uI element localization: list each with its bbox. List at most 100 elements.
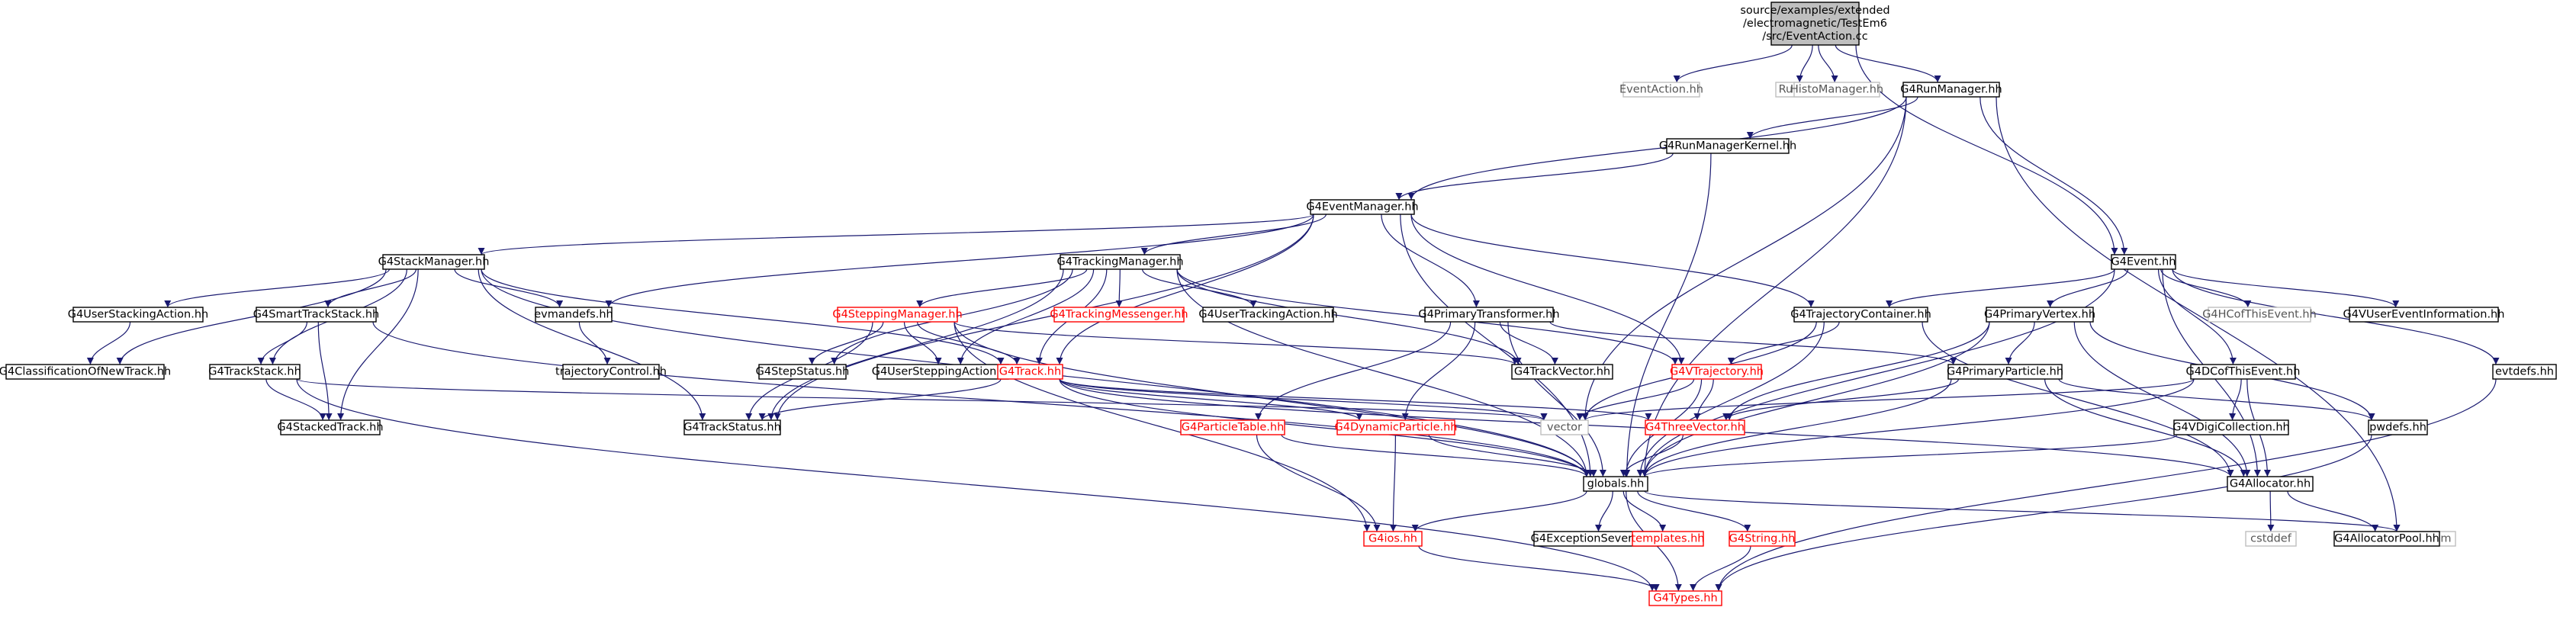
node-box (1729, 531, 1796, 547)
node-rmk[interactable]: G4RunManagerKernel.hh (1659, 138, 1796, 154)
node-g4ios[interactable]: G4ios.hh (1363, 531, 1423, 547)
node-box (2368, 419, 2428, 435)
node-label: G4VDigiCollection.hh (2172, 422, 2290, 434)
edge-root-to-eah (1673, 44, 1793, 83)
node-sts[interactable]: G4SmartTrackStack.hh (253, 307, 379, 323)
node-label: pwdefs.hh (2369, 422, 2426, 434)
node-evmgr[interactable]: G4EventManager.hh (1306, 199, 1419, 215)
node-label: cstddef (2250, 533, 2292, 545)
node-box (2333, 531, 2440, 547)
node-label: vector (1547, 422, 1582, 434)
node-box (758, 364, 847, 380)
edge-sts-to-stacked (317, 321, 333, 421)
edge-trajcont-to-globals (1636, 321, 1825, 477)
edge-tstack-to-stacked (265, 378, 326, 421)
node-box (562, 364, 660, 380)
node-stackmgr[interactable]: G4StackManager.hh (378, 254, 490, 270)
node-globals[interactable]: globals.hh (1583, 476, 1648, 492)
node-runmgr[interactable]: G4RunManager.hh (1900, 82, 2002, 98)
edge-evmgr-to-vtraj (1410, 214, 1685, 365)
edge-event-to-trajcont (1886, 268, 2115, 308)
node-alloc[interactable]: G4Allocator.hh (2227, 476, 2314, 492)
edge-dynp-to-g4ios (1389, 434, 1397, 532)
edge-primvtx-to-alloc (2073, 321, 2251, 477)
node-evmandefs[interactable]: evmandefs.hh (534, 307, 613, 323)
node-box (2245, 531, 2297, 547)
edge-stepmgr-to-tvec (954, 321, 1519, 365)
node-primvtx[interactable]: G4PrimaryVertex.hh (1984, 307, 2095, 323)
edge-track-to-globals (1059, 378, 1590, 477)
edge-stackmgr-to-evmandefs (454, 268, 564, 308)
edge-root-to-event (1855, 44, 2118, 255)
node-trajcont[interactable]: G4TrajectoryContainer.hh (1790, 307, 1931, 323)
node-box (1336, 419, 1455, 435)
edge-stepmgr-to-g4ios (954, 321, 1371, 532)
edge-runmgr-to-rmk (1746, 96, 1918, 140)
node-exsev[interactable]: G4ExceptionSeverity.hh (1531, 531, 1663, 547)
node-tstatus[interactable]: G4TrackStatus.hh (683, 419, 781, 435)
node-label: G4ExceptionSeverity.hh (1531, 533, 1663, 545)
edge-g4ios-to-types (1418, 545, 1660, 592)
node-label: G4ParticleTable.hh (1182, 422, 1285, 434)
edge-evmandefs-to-trajctl (578, 321, 611, 365)
node-trackmgr[interactable]: G4TrackingManager.hh (1056, 254, 1184, 270)
node-apool[interactable]: G4AllocatorPool.hh (2333, 531, 2440, 547)
edge-pp-to-alloc (2044, 378, 2247, 477)
node-usta[interactable]: G4UserSteppingAction.hh (872, 364, 1015, 380)
node-evtdefs[interactable]: evtdefs.hh (2492, 364, 2557, 380)
node-root[interactable]: source/examples/extended/electromagnetic… (1740, 2, 1890, 46)
node-stepstat[interactable]: G4StepStatus.hh (756, 364, 850, 380)
node-types[interactable]: G4Types.hh (1648, 590, 1722, 606)
edge-trackmgr-to-trkmsg (1115, 268, 1123, 308)
node-stepmgr[interactable]: G4SteppingManager.hh (832, 307, 963, 323)
node-label: G4HCofThisEvent.hh (2202, 309, 2317, 321)
node-templ[interactable]: templates.hh (1632, 531, 1705, 547)
edge-evmgr-to-evmandefs (605, 214, 1314, 308)
node-eah: EventAction.hh (1619, 82, 1703, 98)
node-pwdefs[interactable]: pwdefs.hh (2368, 419, 2428, 435)
node-vdc[interactable]: G4VDigiCollection.hh (2172, 419, 2290, 435)
node-pp[interactable]: G4PrimaryParticle.hh (1947, 364, 2063, 380)
node-g4str[interactable]: G4String.hh (1729, 531, 1796, 547)
node-cnt[interactable]: G4ClassificationOfNewTrack.hh (0, 364, 171, 380)
node-box (1648, 590, 1722, 606)
node-box (1645, 419, 1745, 435)
node-box (5, 364, 165, 380)
node-trkmsg[interactable]: G4TrackingMessenger.hh (1050, 307, 1188, 323)
node-vector: vector (1540, 419, 1589, 435)
node-box (535, 307, 613, 323)
node-box (1583, 476, 1648, 492)
node-vtraj[interactable]: G4VTrajectory.hh (1670, 364, 1764, 380)
node-track[interactable]: G4Track.hh (997, 364, 1063, 380)
node-dynp[interactable]: G4DynamicParticle.hh (1335, 419, 1458, 435)
node-box (1632, 531, 1704, 547)
node-label: G4TrackStack.hh (208, 366, 301, 378)
node-label: G4PrimaryParticle.hh (1947, 366, 2063, 378)
edge-evmgr-to-track (1056, 214, 1314, 365)
node-trajctl[interactable]: trajectoryControl.hh (555, 364, 667, 380)
node-label: G4TrackStatus.hh (683, 422, 781, 434)
node-vuei[interactable]: G4VUserEventInformation.hh (2343, 307, 2505, 323)
node-box (209, 364, 301, 380)
edge-runmgr-to-evmgr (1407, 96, 1907, 201)
node-dcote[interactable]: G4DCofThisEvent.hh (2186, 364, 2301, 380)
node-histo: HistoManager.hh (1790, 82, 1883, 98)
node-event[interactable]: G4Event.hh (2111, 254, 2176, 270)
node-label: G4DynamicParticle.hh (1335, 422, 1458, 434)
node-usa[interactable]: G4UserStackingAction.hh (68, 307, 208, 323)
node-label: G4TrackVector.hh (1514, 366, 1610, 378)
node-box (1671, 364, 1762, 380)
node-tvec[interactable]: G4TrackVector.hh (1511, 364, 1613, 380)
node-box (1363, 531, 1423, 547)
node-uta[interactable]: G4UserTrackingAction.hh (1198, 307, 1338, 323)
node-stacked[interactable]: G4StackedTrack.hh (277, 419, 384, 435)
edge-pp-to-pwdefs (2058, 378, 2375, 421)
node-label: source/examples/extended/electromagnetic… (1740, 5, 1889, 43)
node-tstack[interactable]: G4TrackStack.hh (208, 364, 301, 380)
node-ptrans[interactable]: G4PrimaryTransformer.hh (1418, 307, 1560, 323)
node-box (280, 419, 381, 435)
node-threev[interactable]: G4ThreeVector.hh (1645, 419, 1745, 435)
node-ptable[interactable]: G4ParticleTable.hh (1180, 419, 1285, 435)
edge-primvtx-to-threev (1725, 321, 1990, 421)
edge-tstack-to-vector (296, 378, 1547, 421)
